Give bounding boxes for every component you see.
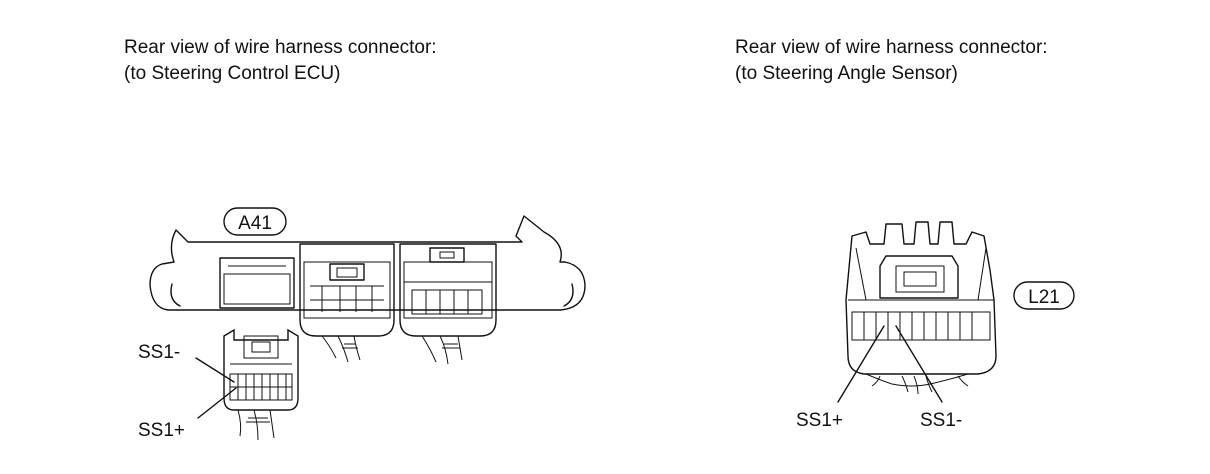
- left-caption: Rear view of wire harness connector: (to…: [124, 35, 437, 87]
- ecu-connector-right: [399, 243, 497, 365]
- harness-plug-a41: [223, 328, 299, 441]
- right-caption-line2: (to Steering Angle Sensor): [735, 63, 958, 84]
- connector-id-a41: A41: [223, 207, 287, 236]
- connector-id-l21-text: L21: [1028, 287, 1060, 308]
- left-caption-line1: Rear view of wire harness connector:: [124, 37, 437, 58]
- right-pin-callouts: SS1+ SS1-: [796, 325, 962, 431]
- left-caption-line2: (to Steering Control ECU): [124, 63, 341, 84]
- ecu-socket-small: [219, 257, 295, 309]
- sensor-connector-l21: [845, 221, 997, 395]
- right-caption-line1: Rear view of wire harness connector:: [735, 37, 1048, 58]
- leader-ss1-minus-right: [895, 325, 943, 403]
- pin-label-ss1-plus-right: SS1+: [796, 410, 843, 431]
- right-caption: Rear view of wire harness connector: (to…: [735, 35, 1048, 87]
- ecu-connector-middle: [299, 243, 395, 363]
- pin-label-ss1-minus-right: SS1-: [920, 410, 962, 431]
- leader-ss1-plus-left: [197, 387, 237, 419]
- pin-label-ss1-plus-left: SS1+: [138, 420, 185, 441]
- connector-id-l21: L21: [1013, 281, 1075, 310]
- leader-ss1-plus-right: [837, 325, 885, 403]
- ecu-body: [149, 215, 586, 311]
- connector-id-a41-text: A41: [238, 213, 272, 234]
- pin-label-ss1-minus-left: SS1-: [138, 342, 180, 363]
- left-pin-callouts: SS1- SS1+: [138, 342, 237, 441]
- leader-ss1-minus-left: [195, 357, 235, 383]
